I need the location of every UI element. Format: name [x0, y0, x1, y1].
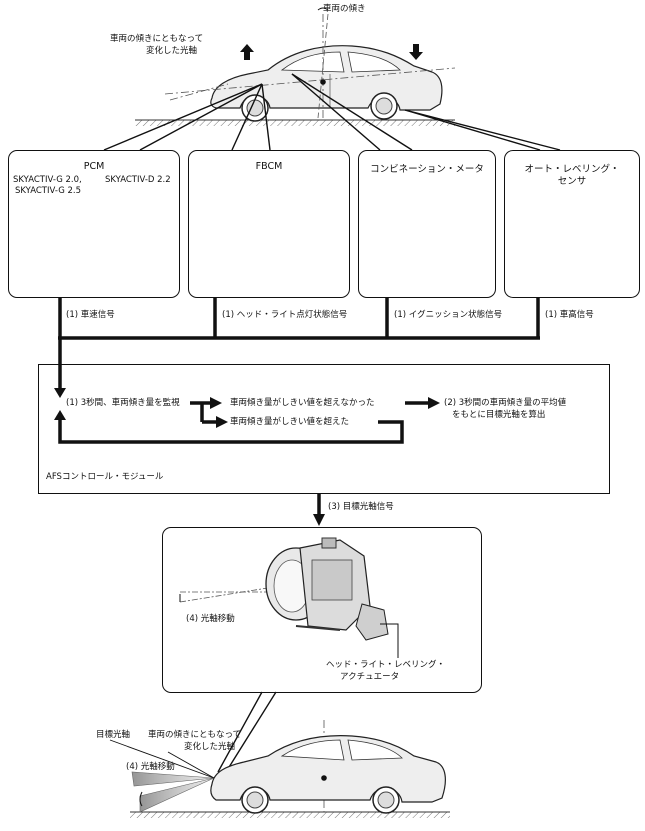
- headlight-status-signal-label: (1) ヘッド・ライト点灯状態信号: [222, 310, 348, 320]
- pcm-variant-gasoline-1: SKYACTIV-G 2.0,: [13, 175, 82, 185]
- speed-signal-label: (1) 車速信号: [66, 310, 115, 320]
- fbcm-title: FBCM: [255, 161, 283, 172]
- afs-control-module-box: [38, 364, 610, 494]
- afs-result-line2: をもとに目標光軸を算出: [452, 410, 546, 420]
- meter-box: コンビネーション・メータ: [358, 150, 496, 298]
- vehicle-height-signal-label: (1) 車高信号: [545, 310, 594, 320]
- afs-result-line1: (2) 3秒間の車両傾き量の平均値: [444, 398, 567, 408]
- meter-title: コンビネーション・メータ: [370, 164, 484, 175]
- afs-not-exceed-branch: 車両傾き量がしきい値を超えなかった: [230, 398, 375, 408]
- fbcm-box: FBCM: [188, 150, 350, 298]
- pcm-title: PCM: [83, 161, 105, 172]
- actuator-label-line2: アクチュエータ: [340, 672, 400, 682]
- signal-bus: [58, 298, 540, 390]
- afs-module-name: AFSコントロール・モジュール: [46, 472, 164, 482]
- pcm-variant-diesel: SKYACTIV-D 2.2: [105, 175, 171, 185]
- car-to-module-lines: [103, 73, 561, 151]
- ignition-signal-label: (1) イグニッション状態信号: [394, 310, 503, 320]
- bottom-car-illustration: [109, 720, 450, 818]
- afs-exceed-branch: 車両傾き量がしきい値を超えた: [230, 417, 350, 427]
- headlamp-axis-move-label: (4) 光軸移動: [186, 614, 235, 624]
- bottom-axis-move-label: (4) 光軸移動: [126, 762, 175, 772]
- vehicle-tilt-label: 車両の傾き: [323, 4, 366, 14]
- pcm-variant-gasoline-2: SKYACTIV-G 2.5: [15, 186, 81, 196]
- actuator-label-line1: ヘッド・ライト・レベリング・: [326, 660, 446, 670]
- pcm-box: PCM SKYACTIV-G 2.0, SKYACTIV-G 2.5 SKYAC…: [8, 150, 180, 298]
- changed-axis-label-line2: 変化した光軸: [146, 46, 198, 56]
- headlamp-illustration: [179, 537, 399, 658]
- bottom-changed-axis-label-line1: 車両の傾きにともなって: [148, 730, 242, 740]
- leveling-sensor-box: オート・レベリング・ センサ: [504, 150, 640, 298]
- ground-hatch-top: [135, 120, 455, 126]
- changed-axis-label-line1: 車両の傾きにともなって: [110, 34, 204, 44]
- target-axis-signal-label: (3) 目標光軸信号: [328, 502, 394, 512]
- headlamp-box: [162, 527, 482, 693]
- bottom-changed-axis-label-line2: 変化した光軸: [184, 742, 236, 752]
- leveling-sensor-title-2: センサ: [557, 176, 587, 187]
- target-axis-label: 目標光軸: [96, 730, 131, 740]
- leveling-sensor-title-1: オート・レベリング・: [524, 164, 620, 175]
- afs-monitor-step: (1) 3秒間、車両傾き量を監視: [66, 398, 180, 408]
- top-car-illustration: [135, 7, 456, 126]
- afs-flow: [58, 401, 428, 444]
